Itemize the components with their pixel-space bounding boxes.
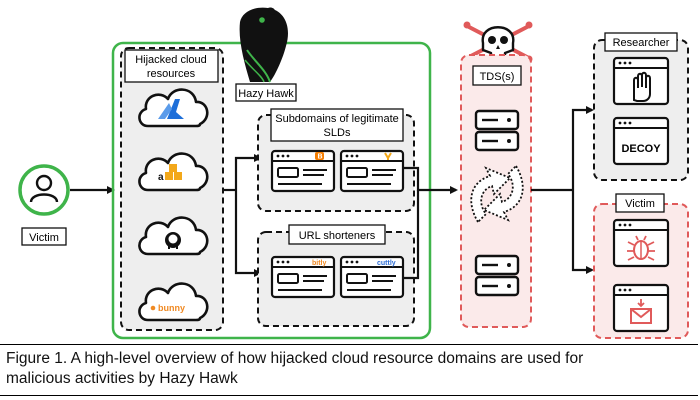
browser-window-icon: DECOY (612, 116, 670, 166)
browser-window-icon (612, 56, 670, 106)
svg-text:cuttly: cuttly (377, 260, 396, 267)
svg-text:bitly: bitly (312, 260, 326, 267)
browser-window-icon: cuttly (339, 255, 405, 299)
researcher-label: Researcher (613, 37, 670, 49)
hazy-hawk-label: Hazy Hawk (238, 88, 294, 100)
svg-text:bunny: bunny (158, 303, 185, 313)
browser-window-icon (339, 149, 405, 193)
aws-icon: a (138, 152, 209, 192)
bunny-icon: bunny (138, 282, 209, 322)
browser-window-icon: B (270, 149, 336, 193)
caption-line-2: malicious activities by Hazy Hawk (6, 370, 238, 387)
github-icon (138, 216, 209, 256)
hijacked-title-2: resources (147, 68, 196, 80)
diagram: Victim Hijacked cloud resources a bunny (18, 7, 689, 340)
browser-window-icon (612, 283, 670, 333)
person-icon (29, 174, 59, 203)
hand-icon (633, 71, 651, 102)
browser-window-icon: bitly (270, 255, 336, 299)
browser-window-icon (612, 218, 670, 268)
azure-icon (138, 88, 209, 128)
subdomains-title-1: Subdomains of legitimate (275, 113, 399, 125)
caption-line-1: Figure 1. A high-level overview of how h… (6, 350, 584, 367)
victim-right-label: Victim (625, 198, 655, 210)
url-shorteners-title: URL shorteners (299, 230, 376, 242)
victim-left: Victim (18, 164, 70, 246)
bug-icon (627, 235, 655, 261)
hijacked-title-1: Hijacked cloud (135, 54, 207, 66)
tds-label: TDS(s) (480, 71, 515, 83)
subdomains-title-2: SLDs (324, 127, 351, 139)
envelope-icon (630, 299, 652, 324)
hawk-logo-icon (239, 7, 288, 83)
svg-text:a: a (158, 172, 164, 183)
victim-left-label: Victim (29, 232, 59, 244)
figure-caption: Figure 1. A high-level overview of how h… (0, 344, 698, 396)
svg-text:B: B (318, 154, 323, 161)
decoy-label: DECOY (621, 143, 661, 155)
cycle-arrows-icon (470, 164, 524, 224)
